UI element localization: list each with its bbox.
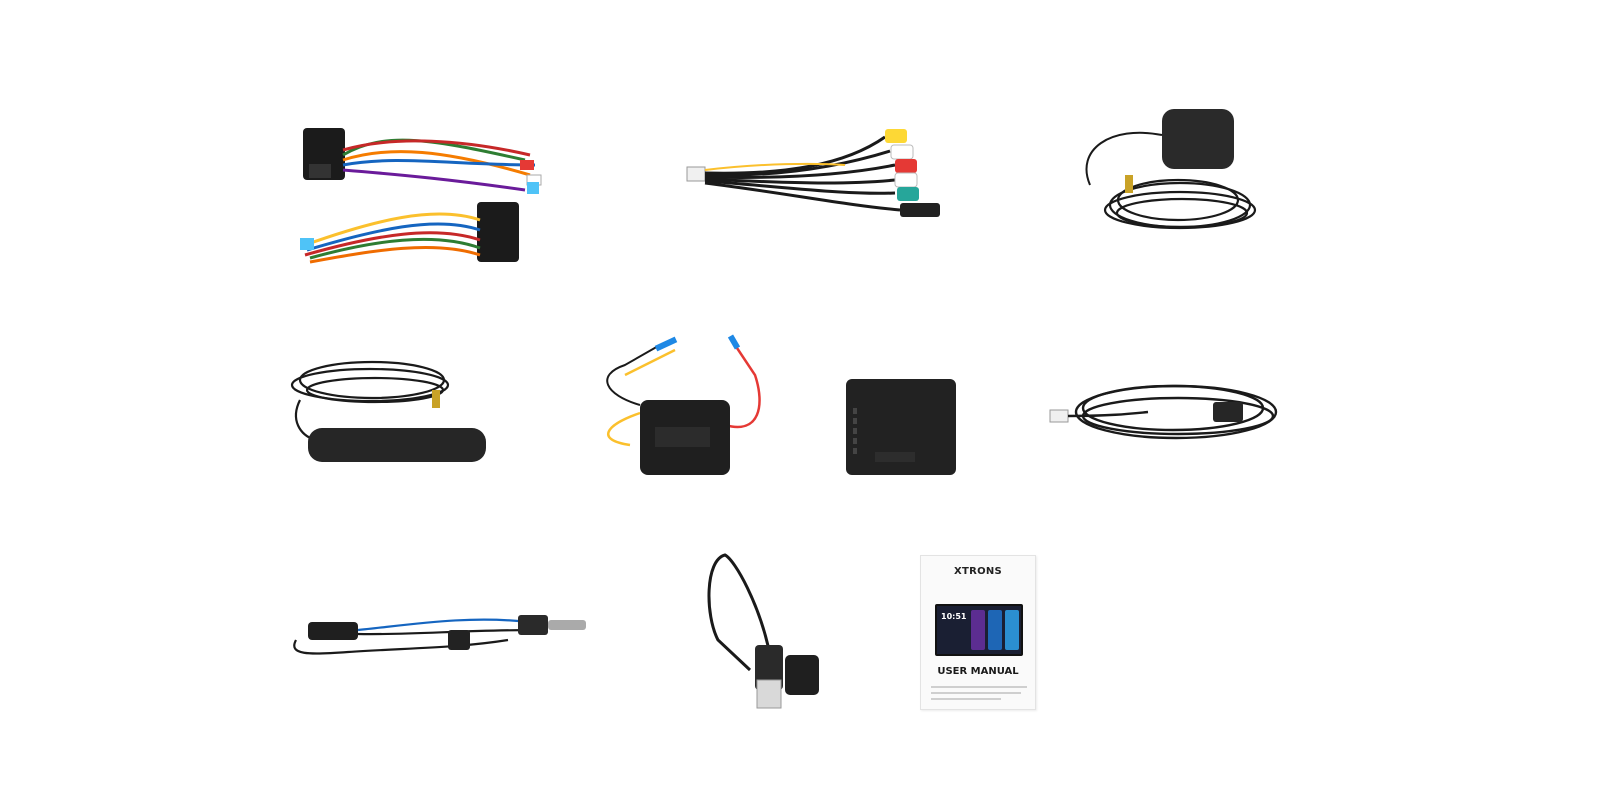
rca-av-output-cable — [685, 125, 950, 225]
manual-text-line — [931, 692, 1021, 694]
manual-text-line — [931, 698, 1001, 700]
gps-antenna — [1070, 105, 1260, 240]
manual-screen-image: 10:51 — [935, 604, 1023, 656]
radio-antenna-adapter — [288, 600, 593, 665]
manual-screen-tile — [1005, 610, 1019, 650]
canbus-box — [845, 378, 957, 476]
dab-antenna — [290, 350, 495, 470]
power-harness-with-iso-connectors — [295, 120, 555, 280]
manual-screen-tile — [988, 610, 1002, 650]
manual-screen-tile — [971, 610, 985, 650]
canbus-decoder-with-power-leads — [585, 334, 790, 480]
manual-brand-logo: XTRONS — [953, 566, 1003, 577]
manual-screen-clock: 10:51 — [941, 612, 967, 621]
manual-title: USER MANUAL — [937, 666, 1019, 677]
usb-adapter-cable — [700, 545, 835, 715]
user-manual-booklet: XTRONS 10:51 USER MANUAL — [920, 555, 1036, 710]
usb-extension-cable — [1048, 372, 1283, 457]
manual-text-line — [931, 686, 1027, 688]
